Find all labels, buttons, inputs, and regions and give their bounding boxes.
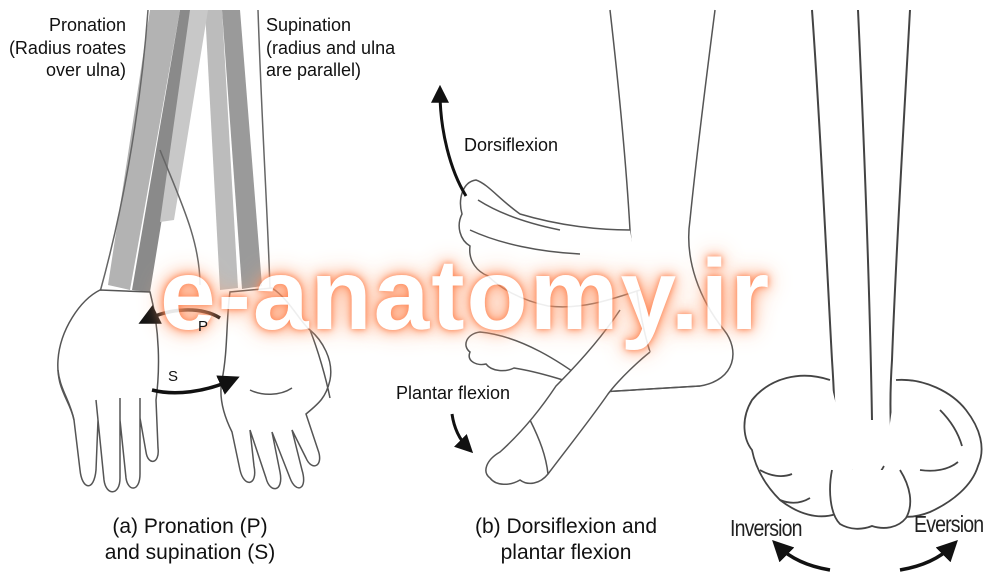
supination-label: Supination (radius and ulna are parallel… [266,14,395,82]
leg-outline-b [599,9,734,393]
inversion-label: Inversion [730,515,803,541]
caption-b-line2: plantar flexion [500,541,632,565]
inversion-arrow [772,540,831,572]
arrow-p-label: P [198,318,209,335]
foot-dorsiflexed [458,179,641,308]
supination-desc-line1: (radius and ulna [266,37,396,58]
pronation-desc-line1: (Radius roates [8,37,126,58]
caption-b-line1: (b) Dorsiflexion and [474,515,658,538]
pronation-label: Pronation (Radius roates over ulna) [9,14,126,82]
caption-a: (a) Pronation (P) and supination (S) [70,514,310,567]
caption-b: (b) Dorsiflexion and plantar flexion [446,514,686,567]
watermark-text: e-anatomy.ir [160,239,772,351]
arrow-s-label: S [168,368,179,385]
forearm-bones [108,10,262,292]
pronation-arrow [138,304,221,324]
eversion-arrow [899,540,958,572]
foot-plantarflexed [485,309,651,485]
forearm-outlines [99,9,271,293]
caption-a-line2: and supination (S) [104,541,276,565]
dorsiflexion-arrow [431,84,468,197]
pronation-desc-line2: over ulna) [45,60,126,80]
eversion-label: Eversion [914,511,984,537]
plantar-flexion-arrow [450,413,474,454]
right-hand-supinated [220,287,332,490]
supination-desc-line2: are parallel) [266,60,362,80]
foot-neutral [465,331,701,393]
left-hand-pronated [57,289,160,493]
pronation-title: Pronation [48,15,126,35]
supination-arrow [151,375,240,395]
caption-a-line1: (a) Pronation (P) [112,515,268,538]
dorsiflexion-label: Dorsiflexion [464,135,559,155]
plantar-flexion-label: Plantar flexion [396,383,511,403]
supination-title: Supination [266,15,352,35]
foot-neutral-c [829,469,912,530]
